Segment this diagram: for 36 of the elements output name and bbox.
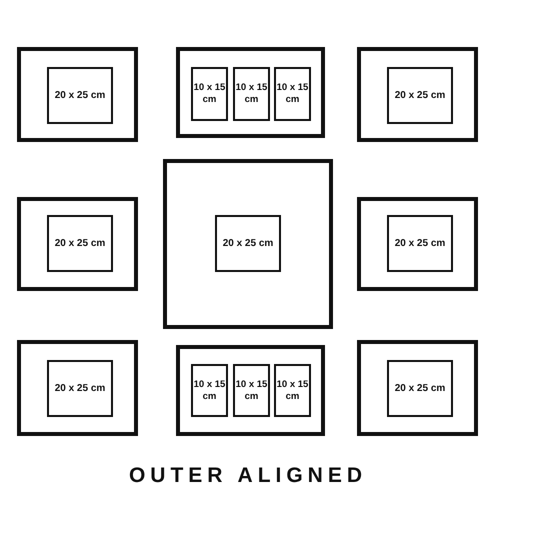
size-label: 20 x 25 cm [394,90,446,102]
photo-opening [47,67,113,124]
size-label: 20 x 25 cm [222,238,274,250]
size-label: 10 x 15 cm [236,82,268,106]
photo-opening [215,215,281,272]
picture-frame [17,47,138,142]
photo-opening [191,67,228,121]
size-label: 10 x 15 cm [276,82,308,106]
photo-opening [387,67,453,124]
size-label: 10 x 15 cm [194,82,226,106]
photo-opening [233,67,270,121]
size-label: 10 x 15 cm [276,378,308,402]
picture-frame [357,47,478,142]
picture-frame [163,159,333,329]
caption: OUTER ALIGNED [128,464,368,488]
photo-opening [47,360,113,417]
photo-opening [387,360,453,417]
photo-opening [274,67,311,121]
size-label: 20 x 25 cm [54,90,106,102]
picture-frame [176,47,325,138]
picture-frame [357,340,478,436]
picture-frame [17,197,138,291]
photo-opening [274,364,311,417]
picture-frame [17,340,138,436]
size-label: 10 x 15 cm [194,378,226,402]
size-label: 20 x 25 cm [394,382,446,394]
picture-frame [176,345,325,436]
size-label: 20 x 25 cm [54,238,106,250]
photo-opening [233,364,270,417]
photo-opening [387,215,453,272]
photo-opening [47,215,113,272]
size-label: 20 x 25 cm [394,238,446,250]
picture-frame [357,197,478,291]
size-label: 20 x 25 cm [54,382,106,394]
photo-opening [191,364,228,417]
size-label: 10 x 15 cm [236,378,268,402]
